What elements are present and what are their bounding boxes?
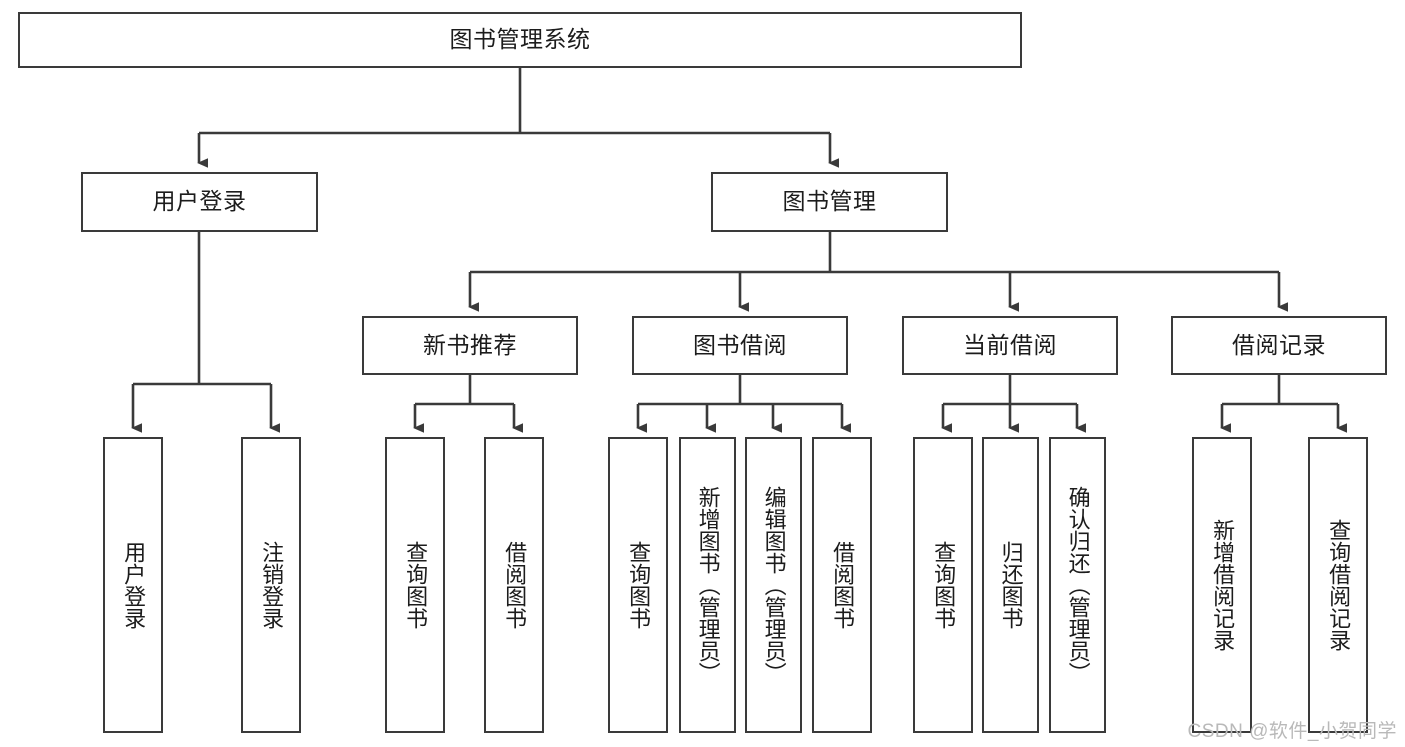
leaf-add-record[interactable]: 新增借阅记录 (1192, 437, 1252, 733)
watermark-text: CSDN @软件_小贺同学 (1187, 721, 1397, 742)
node-borrow-record[interactable]: 借阅记录 (1171, 316, 1387, 375)
node-book-borrow-label: 图书借阅 (693, 331, 787, 358)
leaf-query-record[interactable]: 查询借阅记录 (1308, 437, 1368, 733)
leaf-query-book-3-label: 查询图书 (931, 541, 957, 629)
node-root-label: 图书管理系统 (449, 26, 591, 53)
leaf-add-book-label: 新增图书（管理员） (695, 486, 721, 684)
leaf-user-logout-label: 注销登录 (259, 541, 285, 629)
leaf-query-book-1[interactable]: 查询图书 (385, 437, 445, 733)
leaf-edit-book-label: 编辑图书（管理员） (761, 486, 787, 684)
leaf-add-book[interactable]: 新增图书（管理员） (679, 437, 736, 733)
node-new-book-recommend-label: 新书推荐 (423, 331, 517, 358)
node-book-management-label: 图书管理 (782, 188, 877, 215)
node-book-management[interactable]: 图书管理 (711, 172, 948, 232)
leaf-return-book[interactable]: 归还图书 (982, 437, 1039, 733)
node-user-login-label: 用户登录 (152, 188, 247, 215)
leaf-borrow-book-1[interactable]: 借阅图书 (484, 437, 544, 733)
node-current-borrow-label: 当前借阅 (963, 331, 1057, 358)
leaf-return-book-label: 归还图书 (998, 541, 1024, 629)
leaf-user-login-label: 用户登录 (121, 541, 147, 629)
node-root[interactable]: 图书管理系统 (18, 12, 1022, 68)
leaf-query-book-2[interactable]: 查询图书 (608, 437, 668, 733)
leaf-confirm-return-label: 确认归还（管理员） (1065, 486, 1091, 684)
node-user-login[interactable]: 用户登录 (81, 172, 318, 232)
leaf-borrow-book-2[interactable]: 借阅图书 (812, 437, 872, 733)
leaf-confirm-return[interactable]: 确认归还（管理员） (1049, 437, 1106, 733)
leaf-add-record-label: 新增借阅记录 (1210, 519, 1236, 651)
leaf-edit-book[interactable]: 编辑图书（管理员） (745, 437, 802, 733)
leaf-query-book-2-label: 查询图书 (626, 541, 652, 629)
leaf-borrow-book-2-label: 借阅图书 (830, 541, 856, 629)
leaf-user-logout[interactable]: 注销登录 (241, 437, 301, 733)
leaf-query-book-3[interactable]: 查询图书 (913, 437, 973, 733)
node-book-borrow[interactable]: 图书借阅 (632, 316, 848, 375)
leaf-query-book-1-label: 查询图书 (403, 541, 429, 629)
leaf-user-login[interactable]: 用户登录 (103, 437, 163, 733)
node-borrow-record-label: 借阅记录 (1232, 331, 1326, 358)
node-current-borrow[interactable]: 当前借阅 (902, 316, 1118, 375)
leaf-borrow-book-1-label: 借阅图书 (502, 541, 528, 629)
leaf-query-record-label: 查询借阅记录 (1326, 519, 1352, 651)
node-new-book-recommend[interactable]: 新书推荐 (362, 316, 578, 375)
